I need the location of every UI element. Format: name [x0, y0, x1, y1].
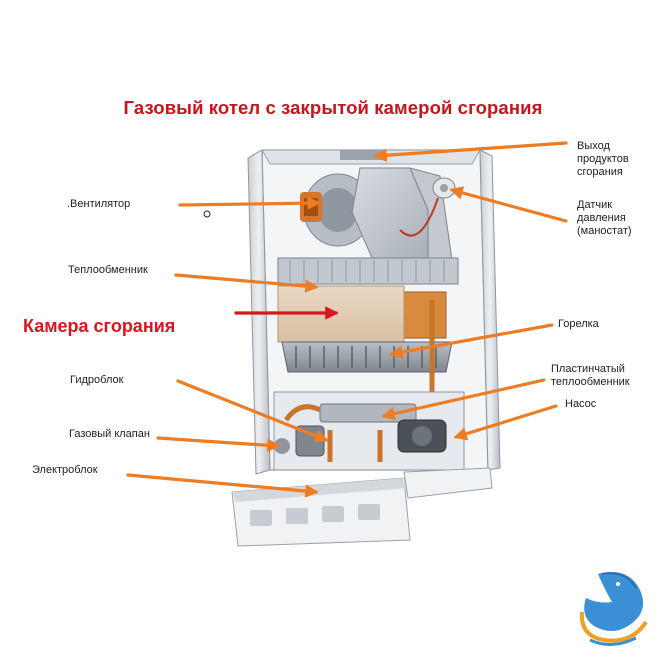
arrow-burner [389, 323, 554, 359]
label-pressure-sensor: Датчик давления (маностат) [577, 199, 632, 238]
heat-exchanger-illustration [277, 257, 459, 339]
label-plate-heat-exchanger: Пластинчатый теплообменник [551, 363, 630, 389]
arrow-pump [453, 404, 558, 441]
electro-block-illustration [231, 467, 493, 547]
label-heat-exchanger: Теплообменник [68, 264, 148, 276]
label-plate-hx-line2: теплообменник [551, 376, 630, 388]
label-pump: Насос [565, 398, 597, 410]
label-pressure-sensor-line2: давления [577, 212, 626, 224]
label-pressure-sensor-line3: (маностат) [577, 225, 632, 237]
label-flue-outlet-line1: Выход [577, 140, 610, 152]
label-burner: Горелка [558, 318, 599, 330]
arrow-heat-exchanger [174, 273, 319, 293]
label-hydro-block: Гидроблок [70, 374, 124, 386]
label-gas-valve: Газовый клапан [69, 428, 150, 440]
arrow-flue-outlet [373, 141, 568, 162]
label-flue-outlet: Выход продуктов сгорания [577, 140, 629, 179]
combustion-chamber-label: Камера сгорания [23, 316, 176, 336]
arrow-hydro-block [176, 379, 329, 443]
marker-ring [203, 210, 211, 218]
dolphin-logo-icon [579, 572, 648, 646]
arrow-plate-hx [381, 378, 546, 421]
arrow-gas-valve [156, 436, 281, 452]
arrow-fan [178, 196, 321, 210]
label-plate-hx-line1: Пластинчатый [551, 363, 625, 375]
callout-arrows [126, 141, 568, 498]
arrow-electro-block [126, 473, 319, 498]
fan-illustration [300, 173, 373, 247]
label-flue-outlet-line3: сгорания [577, 166, 623, 178]
label-fan: .Вентилятор [67, 198, 131, 210]
label-electro-block: Электроблок [32, 464, 98, 476]
diagram-title: Газовый котел с закрытой камерой сгорани… [123, 97, 543, 118]
label-flue-outlet-line2: продуктов [577, 153, 629, 165]
label-pressure-sensor-line1: Датчик [577, 199, 613, 211]
arrow-pressure-sensor [449, 186, 568, 223]
